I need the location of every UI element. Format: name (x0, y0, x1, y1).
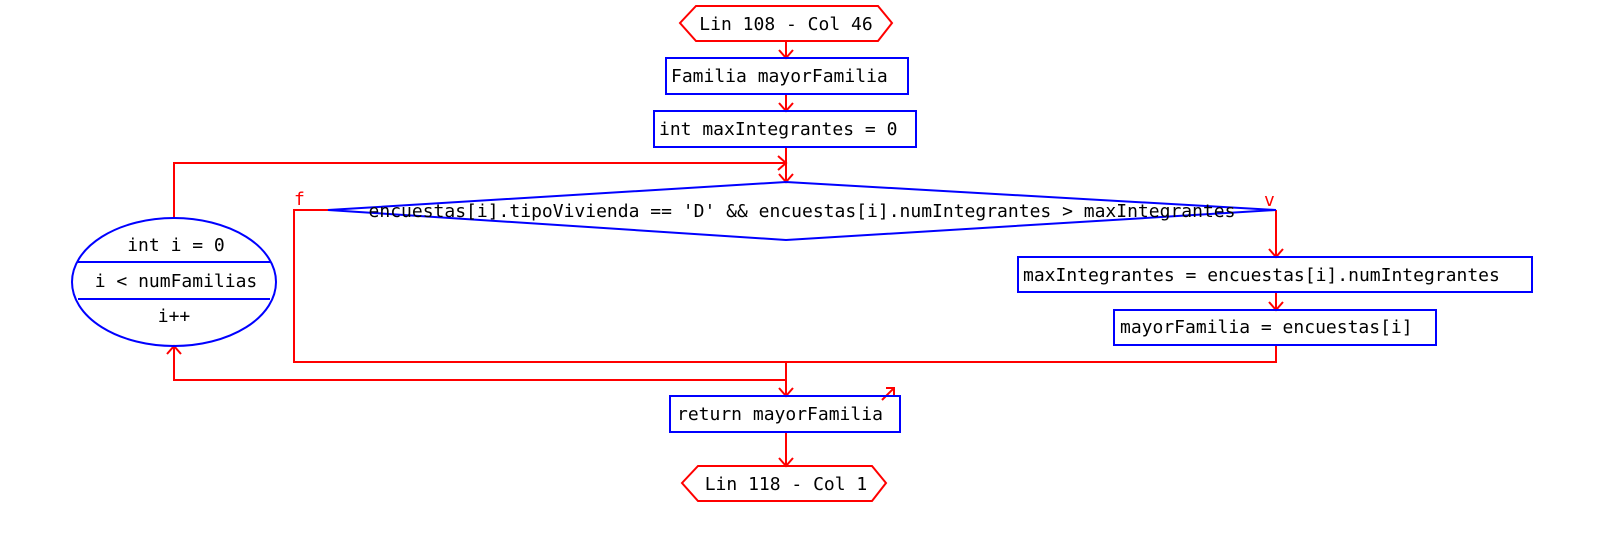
true-branch-label: v (1264, 190, 1275, 211)
assign-familia-text: mayorFamilia = encuestas[i] (1120, 317, 1413, 338)
start-terminal: Lin 108 - Col 46 (678, 5, 894, 42)
connectors (166, 41, 1284, 468)
start-terminal-shape (678, 5, 894, 42)
for-cond-text: i < numFamilias (95, 271, 258, 292)
start-terminal-label: Lin 108 - Col 46 (699, 14, 872, 35)
exit-marker (881, 387, 895, 401)
loop-back-line (173, 162, 786, 217)
true-return-line (786, 345, 1277, 363)
false-branch-line (293, 209, 786, 363)
for-step-text: i++ (158, 306, 191, 327)
join-to-increment (173, 346, 787, 381)
false-branch-label: f (294, 189, 305, 210)
return-block: return mayorFamilia (669, 395, 901, 433)
decl-max-text: int maxIntegrantes = 0 (659, 119, 897, 140)
for-loop-ellipse (71, 217, 277, 347)
assign-max-box (1017, 256, 1533, 293)
assign-max-block: maxIntegrantes = encuestas[i].numIntegra… (1017, 256, 1533, 293)
end-terminal-label: Lin 118 - Col 1 (705, 474, 868, 495)
decl-max-block: int maxIntegrantes = 0 (653, 110, 917, 148)
condition-text: encuestas[i].tipoVivienda == 'D' && encu… (369, 201, 1236, 222)
return-box (669, 395, 901, 433)
decl-familia-text: Familia mayorFamilia (671, 66, 888, 87)
for-loop-node: int i = 0 i < numFamilias i++ (71, 217, 277, 347)
exit-marker-head (886, 387, 895, 396)
condition-decision: encuestas[i].tipoVivienda == 'D' && encu… (294, 180, 1277, 242)
end-terminal-shape (680, 465, 888, 502)
decl-familia-block: Familia mayorFamilia (665, 57, 909, 95)
assign-familia-box (1113, 309, 1437, 346)
arrowhead (777, 155, 788, 171)
for-init-text: int i = 0 (127, 235, 225, 256)
condition-diamond (327, 180, 1277, 242)
assign-max-text: maxIntegrantes = encuestas[i].numIntegra… (1023, 265, 1500, 286)
assign-familia-block: mayorFamilia = encuestas[i] (1113, 309, 1437, 346)
end-terminal: Lin 118 - Col 1 (680, 465, 888, 502)
decl-familia-box (665, 57, 909, 95)
return-text: return mayorFamilia (677, 404, 883, 425)
decl-max-box (653, 110, 917, 148)
